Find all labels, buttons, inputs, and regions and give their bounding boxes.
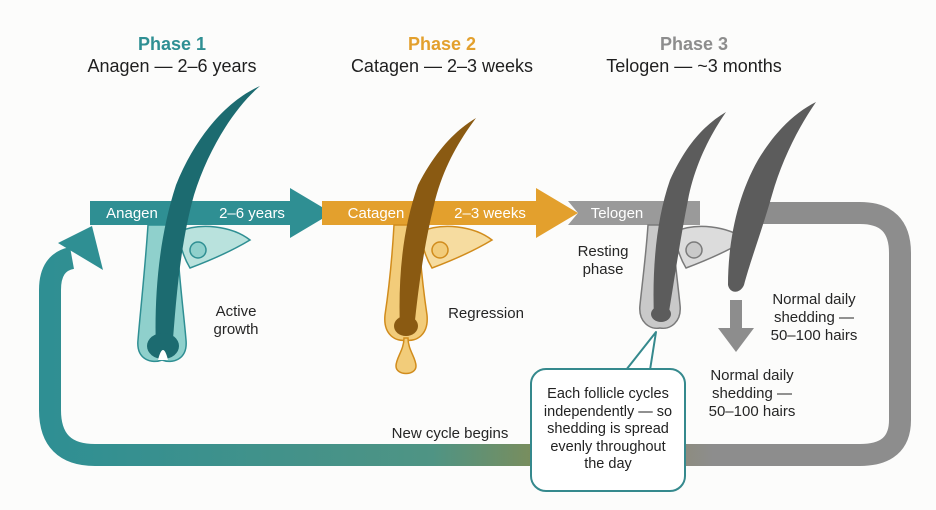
catagen-hair-shaft	[399, 118, 476, 330]
phase-2-title: Catagen — 2–3 weeks	[351, 56, 533, 76]
anagen-arrow-label: Anagen	[106, 205, 158, 222]
telogen-club-hair	[653, 112, 726, 318]
independent-cycle-callout: Each follicle cycles independently — so …	[530, 368, 686, 492]
catagen-arrow	[322, 188, 578, 238]
telogen-caption-line1: Resting	[578, 243, 629, 260]
anagen-caption-line1: Active	[216, 303, 257, 320]
shedding-right-line1: Normal daily	[772, 291, 856, 308]
anagen-arrow	[90, 188, 332, 238]
anagen-dermal-papilla	[158, 350, 168, 360]
callout-text: Each follicle cycles independently — so …	[543, 386, 673, 473]
new-cycle-label: New cycle begins	[392, 425, 509, 442]
anagen-hair-bulb	[147, 333, 179, 359]
phase-2-number: Phase 2	[408, 34, 476, 54]
anagen-gland-bulb	[189, 241, 207, 259]
shedding-right-line3: 50–100 hairs	[771, 327, 858, 344]
shedding-right-line2: shedding —	[774, 309, 854, 326]
anagen-sebaceous-gland	[177, 225, 252, 269]
catagen-caption: Regression	[448, 305, 524, 322]
telogen-arrow-label: Telogen	[591, 205, 644, 222]
phase-1-title: Anagen — 2–6 years	[87, 56, 256, 76]
phase-3-title: Telogen — ~3 months	[606, 56, 782, 76]
telogen-caption-line2: phase	[583, 261, 624, 278]
shedding-below-line1: Normal daily	[710, 367, 794, 384]
catagen-sebaceous-gland	[419, 225, 494, 269]
shedding-down-arrow	[718, 300, 754, 352]
telogen-club-end	[651, 306, 671, 322]
telogen-gland-bulb	[685, 241, 703, 259]
shedding-hair	[728, 102, 816, 292]
phase-1-number: Phase 1	[138, 34, 206, 54]
phase-3-number: Phase 3	[660, 34, 728, 54]
catagen-regressing-tail	[395, 337, 417, 375]
catagen-duration-label: 2–3 weeks	[454, 205, 526, 222]
cycle-loop-arrowhead	[58, 226, 103, 270]
catagen-arrow-label: Catagen	[348, 205, 405, 222]
catagen-follicle-illustration	[384, 118, 494, 375]
anagen-duration-label: 2–6 years	[219, 205, 285, 222]
shedding-below-line3: 50–100 hairs	[709, 403, 796, 420]
cycle-loop-arrow	[39, 202, 911, 466]
shedding-below-line2: shedding —	[712, 385, 792, 402]
callout-pointer	[625, 331, 657, 371]
telogen-follicle-illustration	[639, 102, 816, 330]
anagen-caption-line2: growth	[213, 321, 258, 338]
catagen-gland-bulb	[431, 241, 449, 259]
anagen-follicle-illustration	[137, 86, 260, 363]
catagen-hair-bulb	[394, 316, 418, 336]
anagen-hair-shaft	[155, 86, 260, 352]
